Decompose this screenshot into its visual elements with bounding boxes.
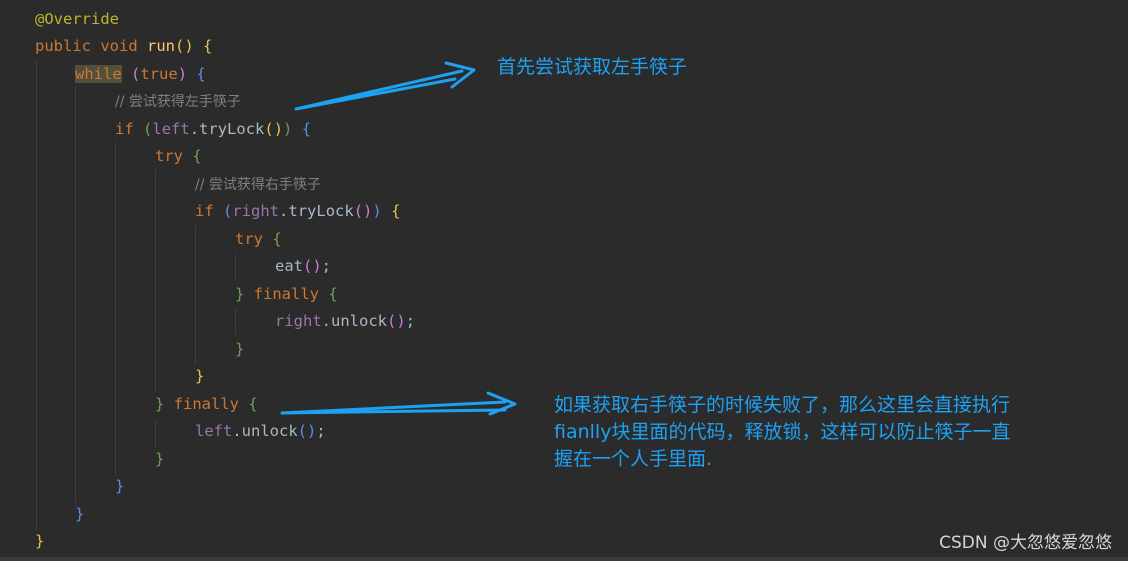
code-line[interactable]: } bbox=[75, 505, 85, 523]
keyword-token: finally bbox=[173, 395, 240, 413]
field-token: left bbox=[152, 120, 190, 138]
indent-guide bbox=[235, 309, 236, 335]
callout-bottom: 如果获取右手筷子的时候失败了，那么这里会直接执行 fianlly块里面的代码，释… bbox=[554, 392, 1010, 473]
code-line[interactable]: while (true) { bbox=[75, 65, 206, 83]
indent-guide bbox=[155, 170, 156, 392]
code-line[interactable]: } finally { bbox=[235, 285, 338, 303]
keyword-token: if bbox=[115, 120, 134, 138]
callout-top: 首先尝试获取左手筷子 bbox=[497, 56, 688, 78]
code-line[interactable]: try { bbox=[155, 147, 202, 165]
indent-guide bbox=[36, 60, 37, 530]
code-line[interactable]: public void run() { bbox=[35, 37, 213, 55]
code-line[interactable]: if (right.tryLock()) { bbox=[195, 202, 401, 220]
comment-token: // 尝试获得左手筷子 bbox=[115, 94, 241, 110]
indent-guide bbox=[75, 87, 76, 502]
code-line[interactable]: right.unlock(); bbox=[275, 312, 416, 330]
indent-guide bbox=[115, 142, 116, 476]
annotation-token: @Override bbox=[35, 10, 119, 28]
code-line[interactable]: eat(); bbox=[275, 257, 332, 275]
method-token: run bbox=[147, 37, 176, 55]
field-token: left bbox=[195, 422, 233, 440]
code-line[interactable]: left.unlock(); bbox=[195, 422, 326, 440]
keyword-token: void bbox=[100, 37, 138, 55]
code-line[interactable]: } bbox=[195, 367, 205, 385]
method-token: unlock bbox=[331, 312, 388, 330]
keyword-token: while bbox=[75, 65, 122, 83]
code-line[interactable]: } finally { bbox=[155, 395, 258, 413]
method-token: tryLock bbox=[288, 202, 354, 220]
callout-line: 握在一个人手里面. bbox=[554, 448, 713, 470]
comment-token: // 尝试获得右手筷子 bbox=[195, 177, 321, 193]
bottom-edge bbox=[0, 557, 1128, 561]
watermark: CSDN @大忽悠爱忽悠 bbox=[939, 533, 1112, 553]
keyword-token: try bbox=[155, 147, 183, 165]
field-token: right bbox=[232, 202, 280, 220]
code-line[interactable]: if (left.tryLock()) { bbox=[115, 120, 312, 138]
code-line[interactable]: // 尝试获得左手筷子 bbox=[115, 88, 241, 115]
field-token: right bbox=[275, 312, 322, 330]
code-line[interactable]: // 尝试获得右手筷子 bbox=[195, 171, 321, 198]
code-line[interactable]: try { bbox=[235, 230, 282, 248]
keyword-token: if bbox=[195, 202, 214, 220]
indent-guide bbox=[155, 420, 156, 448]
code-line[interactable]: } bbox=[35, 532, 45, 550]
method-token: unlock bbox=[241, 422, 298, 440]
method-token: tryLock bbox=[199, 120, 265, 138]
keyword-token: try bbox=[235, 230, 263, 248]
code-line[interactable]: @Override bbox=[35, 6, 119, 33]
callout-line: 如果获取右手筷子的时候失败了，那么这里会直接执行 bbox=[554, 394, 1011, 416]
callout-line: fianlly块里面的代码，释放锁，这样可以防止筷子一直 bbox=[554, 421, 1011, 443]
keyword-token: public bbox=[35, 37, 91, 55]
indent-guide bbox=[235, 254, 236, 280]
keyword-token: true bbox=[140, 65, 178, 83]
code-line[interactable]: } bbox=[115, 477, 125, 495]
code-line[interactable]: } bbox=[155, 450, 165, 468]
indent-guide bbox=[195, 225, 196, 365]
method-token: eat bbox=[275, 257, 303, 275]
code-line[interactable]: } bbox=[235, 340, 245, 358]
keyword-token: finally bbox=[253, 285, 320, 303]
